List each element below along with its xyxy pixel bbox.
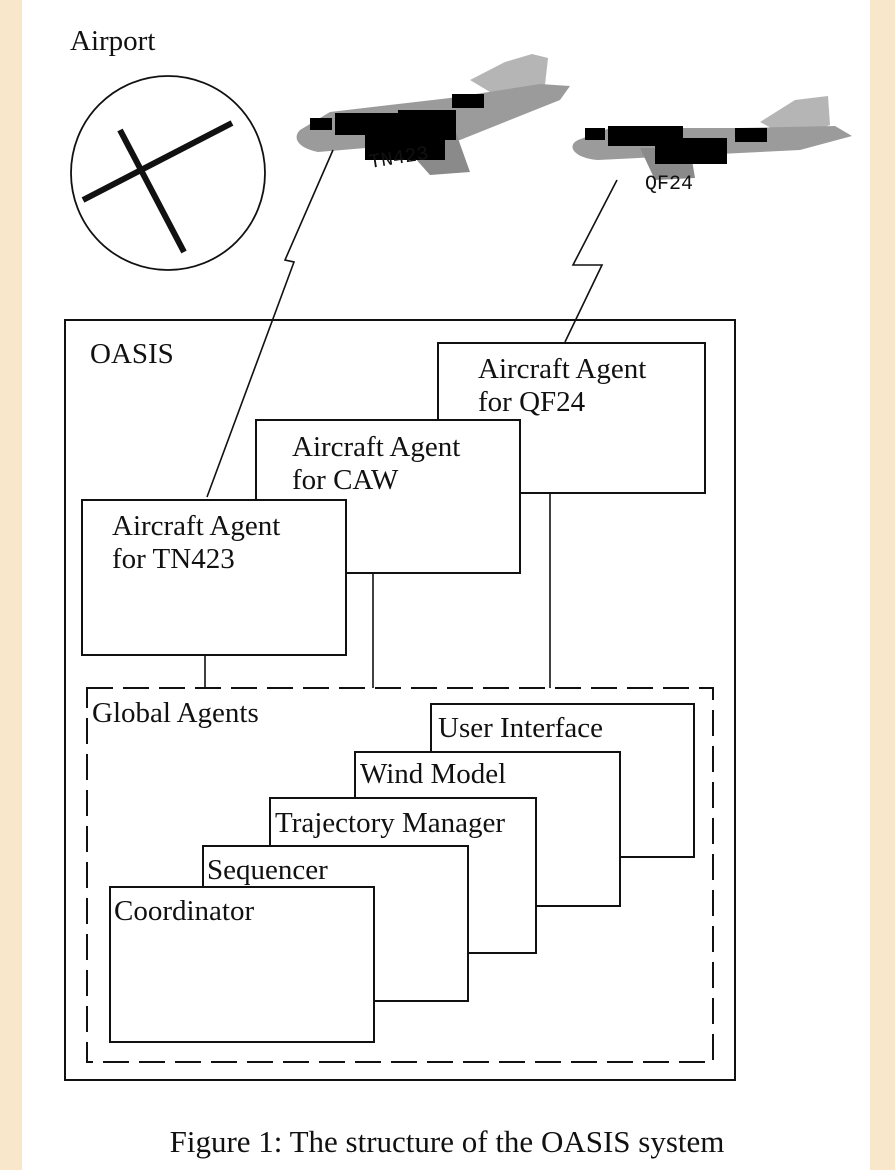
radio-link-tn423: [206, 149, 334, 498]
aircraft-qf24-callsign: QF24: [645, 173, 693, 196]
wind-model-label: Wind Model: [360, 758, 506, 790]
radio-link-qf24: [564, 179, 618, 343]
airport-runway-icon: [70, 75, 266, 271]
airport-label: Airport: [70, 25, 155, 57]
aircraft-qf24-icon: [572, 96, 852, 180]
aircraft-agent-qf24-line2: for QF24: [478, 386, 586, 418]
aircraft-agent-qf24-line1: Aircraft Agent: [478, 353, 646, 385]
aircraft-tn423-icon: [296, 54, 570, 175]
trajectory-manager-label: Trajectory Manager: [275, 807, 505, 839]
user-interface-label: User Interface: [438, 712, 603, 744]
aircraft-agent-tn423-line1: Aircraft Agent: [112, 510, 280, 542]
coordinator-box: [109, 886, 375, 1043]
coordinator-label: Coordinator: [114, 895, 254, 927]
oasis-system-box: [64, 319, 736, 1081]
oasis-label: OASIS: [90, 338, 174, 370]
figure-caption: Figure 1: The structure of the OASIS sys…: [170, 1124, 725, 1159]
aircraft-agent-caw-line1: Aircraft Agent: [292, 431, 460, 463]
aircraft-agent-tn423-box: [81, 499, 347, 656]
global-agents-label: Global Agents: [92, 697, 259, 729]
sequencer-label: Sequencer: [207, 854, 328, 886]
global-agents-box: [86, 687, 714, 1063]
aircraft-agent-caw-line2: for CAW: [292, 464, 399, 496]
aircraft-agent-tn423-line2: for TN423: [112, 543, 235, 575]
